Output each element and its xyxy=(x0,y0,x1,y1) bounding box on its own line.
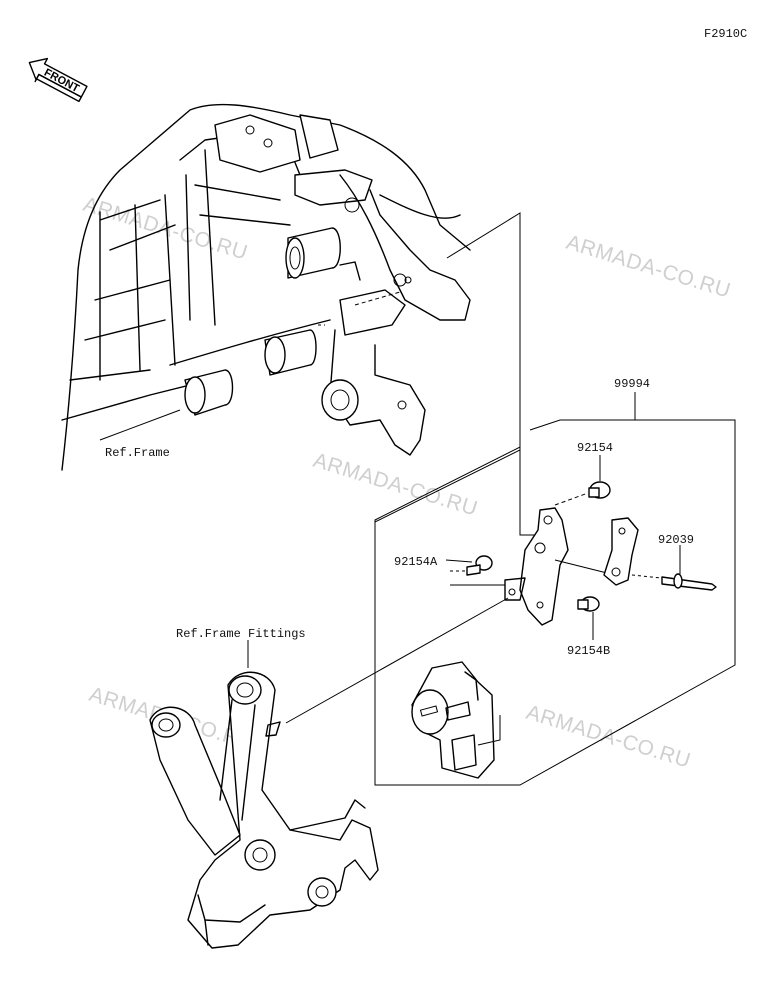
part-92039-label: 92039 xyxy=(658,533,694,547)
kit-box-top xyxy=(529,419,635,431)
part-99994-label: 99994 xyxy=(614,377,650,391)
bracket-plate xyxy=(504,507,569,626)
watermarks: ARMADA-CO.RU ARMADA-CO.RU ARMADA-CO.RU A… xyxy=(81,193,734,773)
figure-code: F2910C xyxy=(704,27,747,41)
helmet-lock xyxy=(411,661,495,779)
pin-92039-icon xyxy=(661,573,717,591)
bolt-92154a-icon xyxy=(466,555,493,576)
bolt-92154-icon xyxy=(588,481,611,499)
front-arrow-icon: FRONT xyxy=(28,57,88,103)
leader-helmet-lock xyxy=(477,715,501,746)
part-92154a-label: 92154A xyxy=(394,555,438,569)
ref-frame-label: Ref.Frame xyxy=(105,446,170,460)
ref-frame-fittings-label: Ref.Frame Fittings xyxy=(176,627,306,641)
part-92154-label: 92154 xyxy=(577,441,613,455)
watermark: ARMADA-CO.RU xyxy=(564,231,734,303)
leader-fittings-to-bracket xyxy=(285,597,509,724)
frame-drawing xyxy=(61,103,471,471)
leader-frame-to-bracket xyxy=(446,212,538,536)
leader-92154a xyxy=(445,559,473,563)
part-92154b-label: 92154B xyxy=(567,644,610,658)
watermark: ARMADA-CO.RU xyxy=(524,701,694,773)
front-label: FRONT xyxy=(42,67,81,96)
lock-lever xyxy=(603,517,639,586)
axis-92039 xyxy=(631,574,662,579)
leader-ref-frame xyxy=(99,409,181,441)
bolt-92154b-icon xyxy=(577,596,600,612)
frame-fittings-drawing xyxy=(149,671,379,949)
kit-box-outline xyxy=(374,419,736,786)
axis-92154 xyxy=(554,492,589,506)
